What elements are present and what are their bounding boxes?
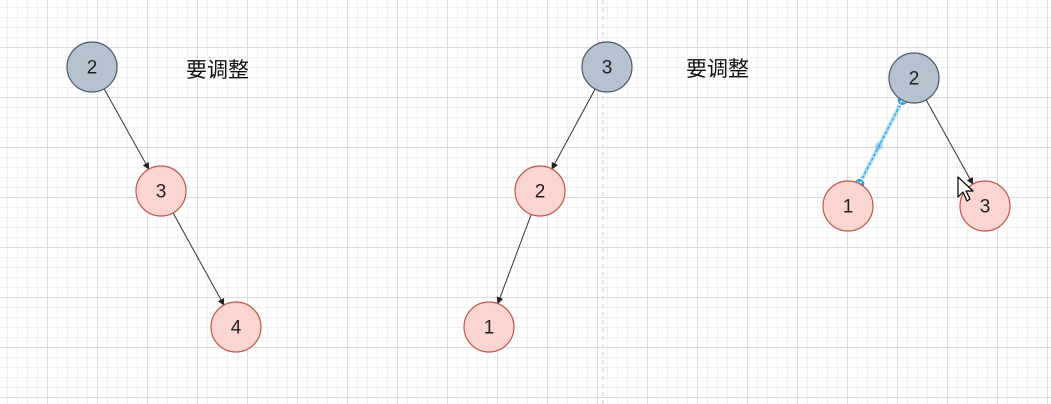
tree-node[interactable]: 1 — [463, 301, 515, 353]
node-label: 4 — [231, 318, 242, 339]
edges-layer — [103, 88, 974, 306]
node-circle — [135, 165, 187, 217]
nodes-layer: 2 3 4 3 2 1 2 1 3 — [66, 41, 1011, 353]
node-circle — [581, 41, 633, 93]
node-label: 1 — [484, 318, 495, 339]
tree-edge[interactable] — [103, 88, 150, 170]
tree-node[interactable]: 2 — [514, 165, 566, 217]
node-circle — [210, 301, 262, 353]
node-label: 2 — [909, 69, 920, 90]
tree-node[interactable]: 3 — [959, 180, 1011, 232]
mouse-cursor-icon — [957, 176, 974, 202]
tree-node[interactable]: 3 — [581, 41, 633, 93]
caption-text[interactable]: 要调整 — [186, 58, 249, 82]
node-label: 1 — [843, 197, 854, 218]
tree-node[interactable]: 1 — [822, 180, 874, 232]
tree-edge[interactable] — [925, 99, 974, 185]
node-circle — [959, 180, 1011, 232]
caption-text[interactable]: 要调整 — [686, 57, 749, 81]
edge-waypoint-handle-icon[interactable] — [874, 142, 883, 151]
node-label: 2 — [535, 182, 546, 203]
tree-edge[interactable] — [172, 212, 225, 306]
node-circle — [888, 52, 940, 104]
tree-node[interactable]: 4 — [210, 301, 262, 353]
node-label: 3 — [156, 182, 167, 203]
node-label: 2 — [87, 58, 98, 79]
node-circle — [514, 165, 566, 217]
node-circle — [66, 41, 118, 93]
tree-node[interactable]: 3 — [135, 165, 187, 217]
edge-selection-highlight — [857, 99, 905, 185]
node-circle — [822, 180, 874, 232]
tree-edge[interactable] — [551, 88, 596, 170]
tree-edge[interactable] — [496, 214, 532, 305]
tree-edge-selected[interactable] — [858, 99, 904, 185]
node-label: 3 — [602, 58, 613, 79]
node-label: 3 — [980, 197, 991, 218]
selection-layer — [853, 94, 909, 190]
tree-node[interactable]: 2 — [888, 52, 940, 104]
tree-node[interactable]: 2 — [66, 41, 118, 93]
node-circle — [463, 301, 515, 353]
